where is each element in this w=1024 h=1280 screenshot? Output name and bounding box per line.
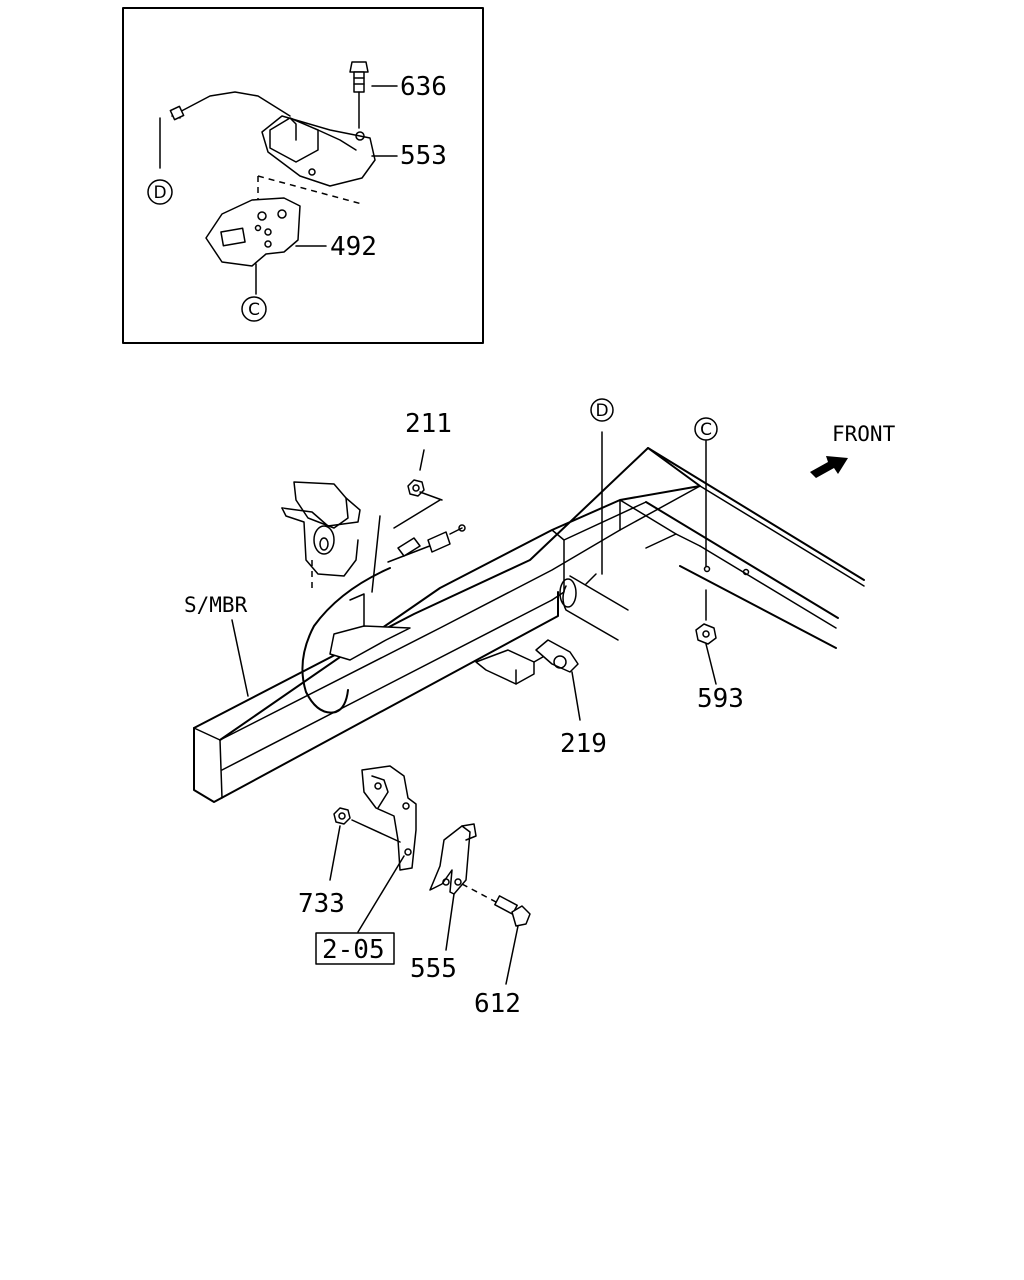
alignment-line: [257, 175, 363, 205]
clip-219: [535, 639, 581, 721]
main-drawing: FRONT: [184, 398, 896, 1019]
inset-frame: [122, 7, 484, 344]
callout-636: 636: [400, 72, 447, 102]
cross-rails: [645, 447, 865, 649]
ref-circle-d-text: D: [153, 183, 166, 203]
inset-detail: 636 553 492 D C: [122, 7, 484, 344]
leader-line: [231, 619, 249, 697]
ref-circle-d: [590, 398, 614, 422]
nut-733: [329, 807, 351, 881]
ref-box-2-05[interactable]: [315, 932, 395, 965]
engine-mount: [281, 481, 411, 661]
control-unit-553: [159, 91, 376, 187]
callout-733: 733: [298, 889, 345, 919]
front-arrow-icon: [810, 456, 848, 478]
ref-circle-c-text: C: [700, 420, 712, 440]
bolt-636: [349, 61, 369, 129]
lower-bracket: [475, 649, 549, 685]
callout-553: 553: [400, 141, 447, 171]
bolt-612: [461, 883, 531, 985]
side-member: [193, 447, 701, 803]
callout-612: 612: [474, 989, 521, 1019]
leader-line: [357, 855, 405, 933]
callout-555: 555: [410, 954, 457, 984]
ref-circle-d: [147, 179, 173, 205]
callout-211: 211: [405, 409, 452, 439]
bracket-2-05: [351, 765, 417, 871]
ref-circle-c: [694, 417, 718, 441]
callout-492: 492: [330, 232, 377, 262]
callout-593: 593: [697, 684, 744, 714]
ref-circle-c: [241, 296, 267, 322]
ref-circle-d-text: D: [595, 401, 608, 421]
ref-box-label: 2-05: [322, 935, 385, 965]
nut-211: [393, 449, 443, 529]
bracket-555: [429, 823, 477, 951]
nut-593: [695, 623, 717, 685]
front-label: FRONT: [832, 422, 896, 446]
cable-assembly: [301, 431, 603, 714]
smbr-label: S/MBR: [184, 593, 248, 617]
bracket-plate-492: [205, 197, 301, 267]
callout-219: 219: [560, 729, 607, 759]
ref-circle-c-text: C: [248, 300, 260, 320]
